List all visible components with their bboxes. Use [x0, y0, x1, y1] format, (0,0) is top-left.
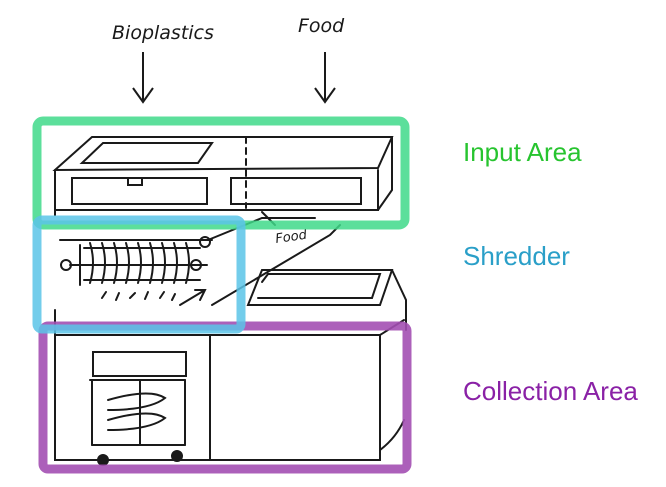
food-input-label: Food	[298, 15, 345, 37]
food-arrow	[314, 52, 336, 104]
shredder-label: Shredder	[463, 241, 570, 271]
machine-sketch	[52, 136, 407, 466]
collection-area-label: Collection Area	[463, 376, 638, 406]
bioplastics-input-label: Bioplastics	[112, 22, 214, 44]
chute-food-label: Food	[274, 228, 308, 247]
input-area-label: Input Area	[463, 137, 582, 167]
shredder-box	[32, 215, 246, 334]
collection-area-box	[38, 321, 412, 474]
bioplastics-arrow	[132, 52, 154, 104]
input-area-box	[32, 116, 410, 230]
